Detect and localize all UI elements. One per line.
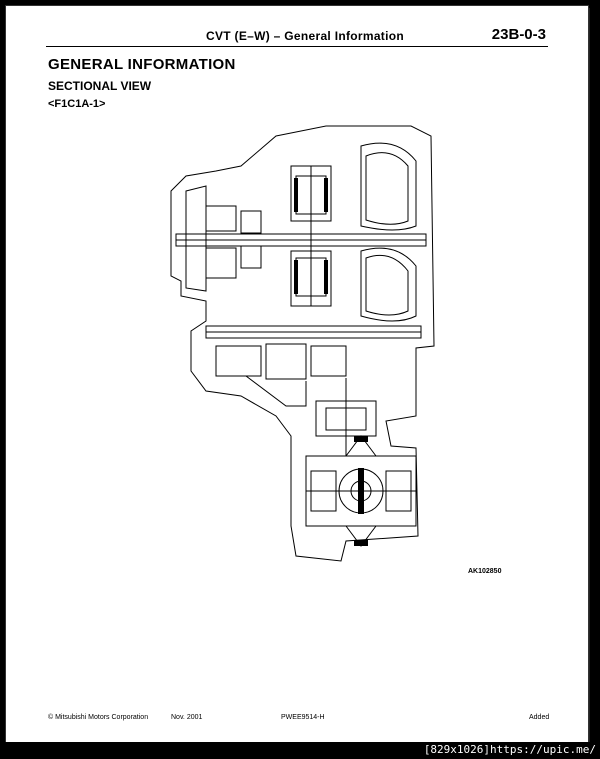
watermark: [829x1026]https://upic.me/ — [423, 743, 596, 756]
footer-date: Nov. 2001 — [171, 714, 203, 721]
section-heading: GENERAL INFORMATION — [48, 56, 236, 73]
header-title: CVT (E–W) – General Information — [206, 29, 404, 43]
subsection-heading: SECTIONAL VIEW — [48, 79, 152, 93]
footer-status: Added — [529, 714, 550, 721]
model-code: <F1C1A-1> — [48, 98, 106, 110]
page-number: 23B-0-3 — [491, 26, 546, 43]
manual-page: CVT (E–W) – General Information 23B-0-3 … — [5, 5, 589, 744]
cvt-sectional-view-illustration — [170, 125, 435, 562]
bottom-strip — [0, 742, 600, 759]
figure-code: AK102850 — [468, 568, 502, 575]
running-head: CVT (E–W) – General Information 23B-0-3 — [46, 26, 548, 47]
footer-copyright: © Mitsubishi Motors Corporation — [48, 714, 149, 721]
footer-document-code: PWEE9514-H — [281, 714, 325, 721]
